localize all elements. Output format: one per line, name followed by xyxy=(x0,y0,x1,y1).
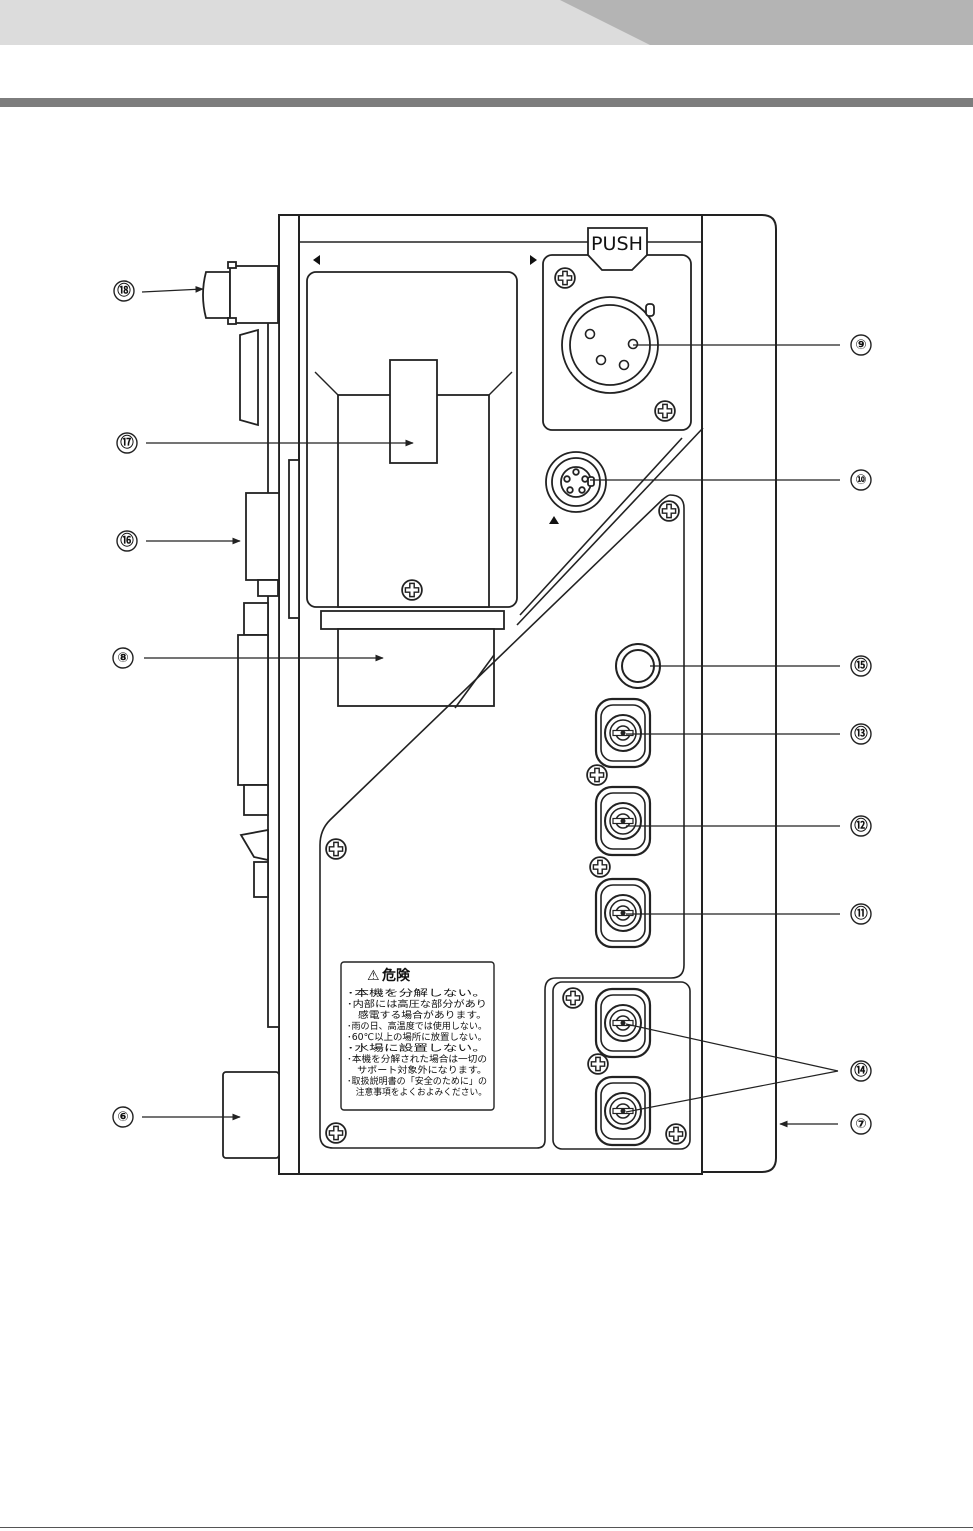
callout-12: ⑫ xyxy=(854,817,868,834)
callouts: ⑱ ⑰ ⑯ ⑧ ⑥ ⑨ ⑩ ⑮ ⑬ ⑫ ⑪ ⑭ ⑦ xyxy=(112,280,872,1135)
side-bnc-connector xyxy=(202,261,279,325)
bnc-connector-14b xyxy=(594,1075,652,1147)
multi-pin-connector xyxy=(545,451,607,524)
warning-line: ･水場に設置しない。 xyxy=(347,1042,487,1054)
callout-14: ⑭ xyxy=(854,1062,868,1079)
callout-10: ⑩ xyxy=(855,472,866,488)
footer-rule xyxy=(0,1527,973,1528)
push-label: PUSH xyxy=(591,233,643,255)
bnc-connector-14a xyxy=(594,987,652,1059)
connector-panel xyxy=(319,427,704,1150)
callout-17: ⑰ xyxy=(120,434,134,451)
warning-line: ･本機を分解しない。 xyxy=(347,987,487,999)
battery-mount xyxy=(288,255,537,707)
side-handle-parts xyxy=(222,321,280,1159)
warning-line: ･内部には高圧な部分があり xyxy=(347,998,487,1010)
warning-line: 感電する場合があります。 xyxy=(347,1009,487,1021)
warning-title: 危険 xyxy=(381,967,411,984)
callout-18: ⑱ xyxy=(117,282,131,299)
warning-symbol: ⚠ xyxy=(367,968,380,984)
warning-line: ･雨の日、高温度では使用しない。 xyxy=(347,1020,487,1032)
callout-6: ⑥ xyxy=(117,1109,128,1125)
warning-line: ･取扱説明書の「安全のために」の xyxy=(347,1075,487,1087)
warning-line: サポート対象外になります。 xyxy=(347,1064,487,1076)
leader-lines xyxy=(141,286,840,1128)
bnc-connector-13 xyxy=(594,697,652,769)
callout-11: ⑪ xyxy=(854,905,868,922)
round-button xyxy=(615,643,661,689)
callout-16: ⑯ xyxy=(120,532,134,549)
warning-label: ⚠ 危険 ･本機を分解しない。 ･内部には高圧な部分があり 感電する場合がありま… xyxy=(340,961,495,1111)
warning-line: ･本機を分解された場合は一切の xyxy=(347,1053,487,1065)
callout-7: ⑦ xyxy=(855,1116,866,1132)
bnc-connector-12 xyxy=(594,785,652,857)
xlr-input-area xyxy=(542,227,692,431)
callout-13: ⑬ xyxy=(854,725,868,742)
callout-15: ⑮ xyxy=(854,657,868,674)
warning-line: 注意事項をよくおよみください。 xyxy=(347,1086,487,1098)
section-rule xyxy=(0,98,973,107)
bnc-connector-11 xyxy=(594,877,652,949)
callout-8: ⑧ xyxy=(117,650,128,666)
callout-9: ⑨ xyxy=(855,337,866,353)
warning-line: ･60℃以上の場所に放置しない。 xyxy=(347,1031,487,1043)
